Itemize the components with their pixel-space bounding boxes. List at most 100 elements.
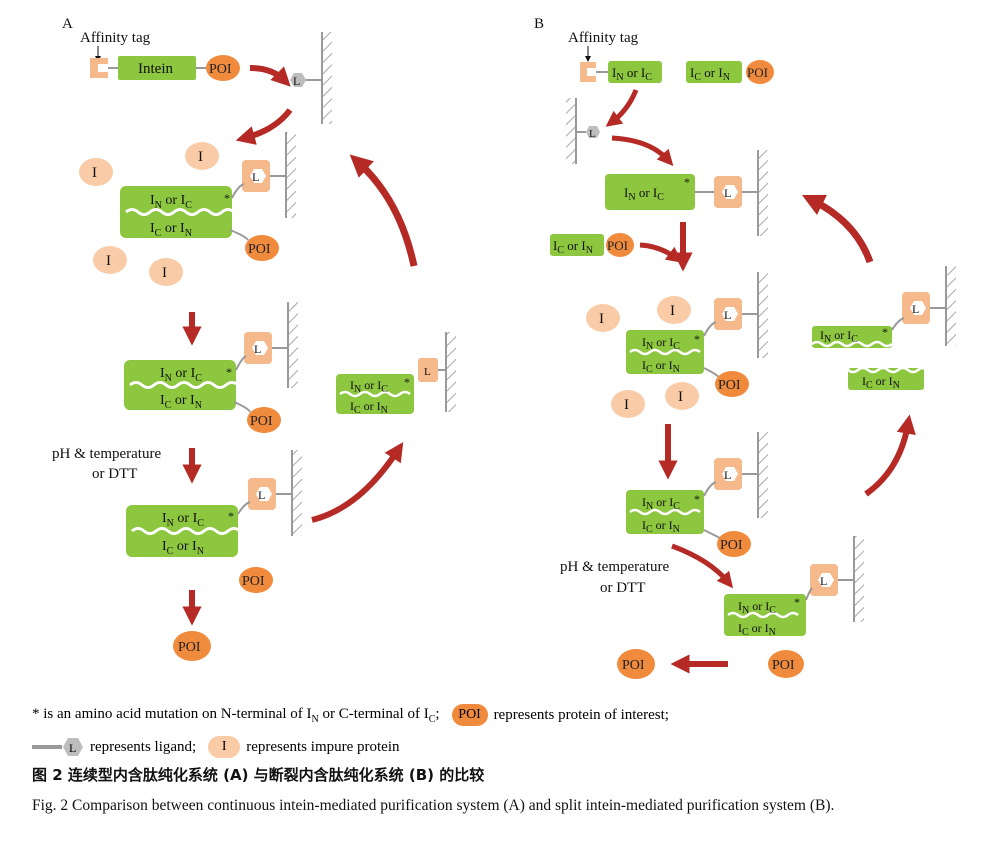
svg-text:IC or IN: IC or IN: [862, 374, 900, 391]
svg-text:L: L: [254, 342, 261, 356]
arrow-b-capture: [611, 135, 674, 166]
svg-text:L: L: [820, 574, 827, 588]
svg-text:IN or IC: IN or IC: [820, 328, 858, 345]
intein-complex-b4: IN or IC * IC or IN: [724, 594, 806, 638]
impure-label: I: [106, 253, 111, 269]
svg-text:L: L: [724, 468, 731, 482]
legend-line-2: L represents ligand; I represents impure…: [32, 736, 400, 758]
poi-b2: [715, 371, 749, 397]
legend-poi-text: represents protein of interest;: [493, 706, 669, 723]
poi-a3: [239, 567, 273, 593]
arrow-b-cleave: [671, 543, 734, 589]
svg-text:IN or IC: IN or IC: [642, 495, 680, 512]
legend-star-text: * is an amino acid mutation on N-termina…: [32, 705, 440, 725]
svg-text:IC or IN: IC or IN: [553, 238, 593, 256]
svg-text:L: L: [258, 488, 265, 502]
poi-a2: [247, 407, 281, 433]
ligand-column-b4: L: [703, 432, 768, 518]
linker-a-poi2: [233, 401, 251, 413]
intein-fragment-a-regen: IN or IC * IC or IN: [336, 374, 414, 416]
impure-protein: [149, 258, 183, 286]
svg-text:*: *: [694, 492, 700, 506]
poi-b4: [768, 650, 804, 678]
impure-label: I: [678, 389, 683, 405]
intein-complex-a2: IN or IC * IC or IN: [124, 360, 239, 411]
impure-label: I: [198, 149, 203, 165]
linker-b-poi3: [703, 529, 721, 539]
arrow-b-bind: [605, 89, 639, 127]
poi-b-final: [617, 649, 655, 679]
ligand-column-a1: L: [290, 32, 332, 124]
svg-text:IN or IC: IN or IC: [162, 511, 204, 529]
svg-text:L: L: [589, 128, 596, 140]
svg-text:IC or IN: IC or IN: [350, 399, 388, 416]
svg-text:IN or IC: IN or IC: [624, 185, 664, 203]
svg-text:*: *: [694, 332, 700, 346]
poi-b-top-label: POI: [747, 65, 768, 80]
legend-poi-oval: POI: [451, 704, 488, 726]
affinity-tag-b: [580, 62, 596, 82]
impure-protein: [657, 296, 691, 324]
ligand-column-a5: L: [418, 332, 456, 412]
poi-b-top: [746, 60, 774, 84]
svg-text:L: L: [912, 302, 919, 316]
impure-label: I: [624, 397, 629, 413]
ligand-column-b5: L: [805, 536, 864, 622]
linker-b-poi2: [703, 367, 721, 379]
intein-box-a: [118, 56, 196, 80]
poi-b3: [717, 531, 751, 557]
impure-protein: [586, 304, 620, 332]
svg-text:L: L: [724, 186, 731, 200]
caption-zh: 图 2 连续型内含肽纯化系统 (A) 与断裂内含肽纯化系统 (B) 的比较: [32, 766, 485, 784]
svg-text:L: L: [424, 366, 431, 378]
svg-text:IN or IC: IN or IC: [150, 193, 192, 211]
panel-b-label: B: [534, 16, 544, 32]
svg-text:L: L: [252, 170, 259, 184]
impure-label: I: [92, 165, 97, 181]
legend-ligand-text: represents ligand;: [90, 738, 197, 755]
affinity-tag-label-b: Affinity tag: [568, 30, 639, 46]
arrow-a-regen-back: [349, 154, 418, 267]
svg-text:IC or IN: IC or IN: [738, 621, 776, 638]
intein-fragment-b-regen-c: IC or IN: [847, 366, 929, 391]
intein-c-fragment-b: IC or IN: [686, 61, 742, 83]
arrow-a-wash: [235, 108, 293, 145]
arrow-b-join: [639, 242, 683, 263]
poi-a1-label: POI: [248, 242, 271, 257]
svg-text:*: *: [228, 509, 234, 523]
legend-impure-text: represents impure protein: [246, 738, 400, 755]
ligand-hexagon-icon: L: [63, 738, 83, 756]
caption-en: Fig. 2 Comparison between continuous int…: [32, 797, 835, 814]
intein-complex-b3: IN or IC * IC or IN: [626, 490, 704, 535]
ligand-column-a3: L: [235, 302, 298, 388]
ligand-column-b3: L: [703, 272, 768, 358]
svg-text:IC or IN: IC or IN: [162, 539, 204, 557]
intein-n-fragment-b: IN or IC: [608, 61, 662, 83]
svg-text:*: *: [226, 365, 232, 379]
poi-a-top-label: POI: [209, 62, 232, 77]
cleave-cond-b-1: pH & temperature: [560, 559, 669, 575]
poi-b2-label: POI: [718, 378, 741, 393]
poi-b3-label: POI: [720, 538, 743, 553]
svg-text:IC or IN: IC or IN: [150, 221, 192, 239]
poi-a-top: [206, 55, 240, 81]
svg-text:L: L: [724, 308, 731, 322]
ligand-column-b6: L: [891, 266, 956, 346]
arrow-a-regen-up: [311, 441, 404, 523]
svg-text:IN or IC: IN or IC: [350, 378, 388, 395]
impure-protein: [611, 390, 645, 418]
impure-protein: [93, 246, 127, 274]
impure-label: I: [670, 303, 675, 319]
cleave-cond-a-2: or DTT: [92, 466, 137, 482]
svg-text:IC or IN: IC or IN: [690, 65, 730, 83]
impure-protein: [665, 382, 699, 410]
svg-text:IC or IN: IC or IN: [642, 518, 680, 535]
svg-text:*: *: [224, 191, 230, 205]
poi-a2-label: POI: [250, 414, 273, 429]
svg-text:IN or IC: IN or IC: [642, 335, 680, 352]
poi-a-final: [173, 631, 211, 661]
affinity-tag-a: [90, 58, 108, 78]
arrow-b-regen-back: [801, 194, 874, 264]
svg-text:*: *: [404, 375, 410, 389]
affinity-tag-label-a: Affinity tag: [80, 30, 151, 46]
